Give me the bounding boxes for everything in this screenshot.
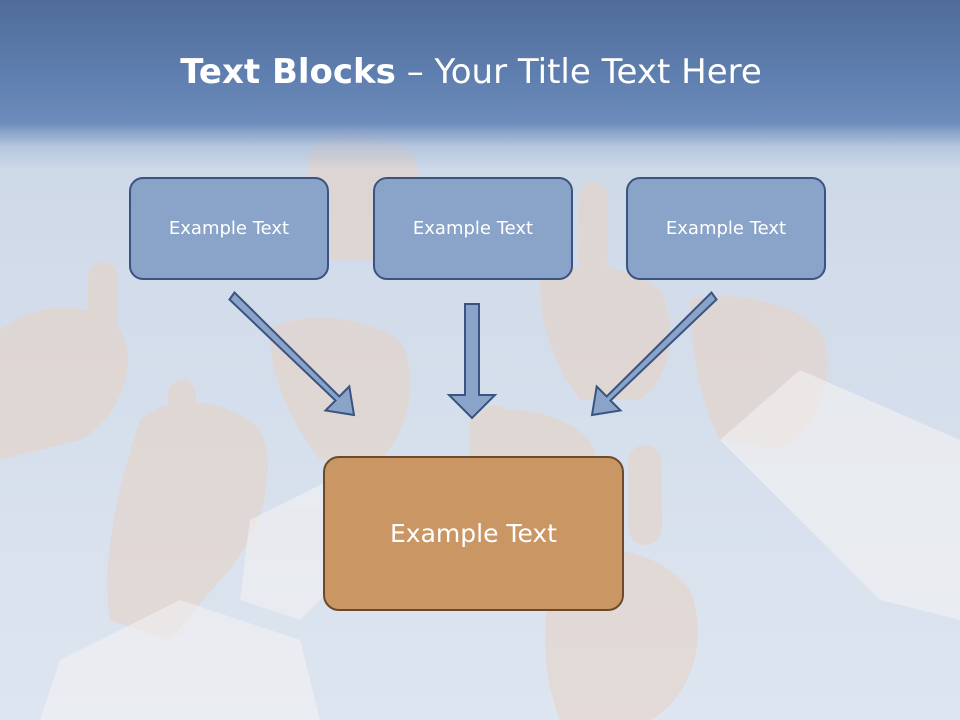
text-block-1[interactable]: Example Text <box>129 177 329 280</box>
text-block-3[interactable]: Example Text <box>626 177 826 280</box>
slide-title: Text Blocks – Your Title Text Here <box>0 52 942 92</box>
result-text-block-label: Example Text <box>390 519 557 548</box>
text-block-label: Example Text <box>412 218 534 239</box>
title-rest-text: – Your Title Text Here <box>395 52 762 92</box>
arrow-down-icon <box>446 303 498 420</box>
text-block-label: Example Text <box>665 218 787 239</box>
text-block-2[interactable]: Example Text <box>373 177 573 280</box>
title-band <box>0 0 960 170</box>
title-bold-text: Text Blocks <box>180 52 396 92</box>
arrow-down-left-icon <box>590 290 718 417</box>
text-block-label: Example Text <box>168 218 290 239</box>
result-text-block[interactable]: Example Text <box>323 456 624 611</box>
arrow-down-right-icon <box>228 290 356 417</box>
